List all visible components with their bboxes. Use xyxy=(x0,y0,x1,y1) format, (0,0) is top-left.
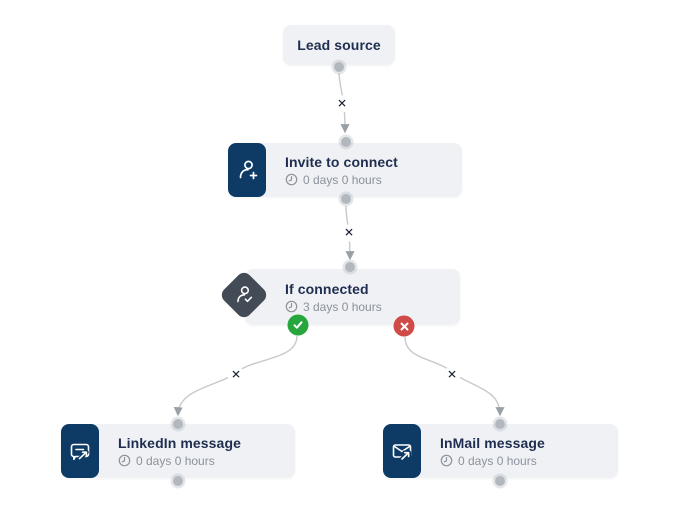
connector-dot-linkedin-out[interactable] xyxy=(173,476,183,486)
chat-message-arrow-icon xyxy=(61,424,99,478)
node-delay: 0 days 0 hours xyxy=(440,454,545,468)
yes-outcome-port[interactable] xyxy=(287,314,309,336)
node-title: Lead source xyxy=(297,37,381,53)
node-background xyxy=(383,424,618,478)
delete-edge-lead-invite-button[interactable]: ✕ xyxy=(333,95,351,113)
clock-icon xyxy=(285,300,298,313)
connector-dot-lead-out[interactable] xyxy=(334,62,344,72)
node-invite-to-connect[interactable]: Invite to connect 0 days 0 hours xyxy=(228,143,462,197)
check-icon xyxy=(293,320,304,331)
node-delay: 0 days 0 hours xyxy=(285,173,398,187)
cross-icon xyxy=(399,321,409,331)
node-title: LinkedIn message xyxy=(118,434,241,451)
clock-icon xyxy=(440,454,453,467)
delete-edge-invite-if-button[interactable]: ✕ xyxy=(340,224,358,242)
connector-dot-invite-out[interactable] xyxy=(341,194,351,204)
delete-edge-yes-linkedin-button[interactable]: ✕ xyxy=(227,366,245,384)
node-background xyxy=(61,424,295,478)
connector-dot-linkedin-in[interactable] xyxy=(173,419,183,429)
delay-text: 0 days 0 hours xyxy=(136,453,215,468)
node-background xyxy=(228,143,462,197)
connector-dot-invite-in[interactable] xyxy=(341,137,351,147)
node-title: If connected xyxy=(285,280,369,297)
envelope-arrow-icon xyxy=(383,424,421,478)
node-if-connected[interactable]: If connected 3 days 0 hours xyxy=(218,269,460,337)
node-background xyxy=(283,25,395,65)
connector-dot-if-in[interactable] xyxy=(345,262,355,272)
node-linkedin-message[interactable]: LinkedIn message 0 days 0 hours xyxy=(61,424,295,478)
node-background xyxy=(245,269,460,325)
node-inmail-message[interactable]: InMail message 0 days 0 hours xyxy=(383,424,618,478)
person-check-icon xyxy=(218,269,270,321)
no-outcome-port[interactable] xyxy=(393,315,415,337)
connector-dot-inmail-out[interactable] xyxy=(495,476,505,486)
delay-text: 0 days 0 hours xyxy=(458,453,537,468)
node-title: InMail message xyxy=(440,434,545,451)
connector-dot-inmail-in[interactable] xyxy=(495,419,505,429)
node-delay: 0 days 0 hours xyxy=(118,454,241,468)
clock-icon xyxy=(118,454,131,467)
clock-icon xyxy=(285,173,298,186)
node-delay: 3 days 0 hours xyxy=(285,300,382,314)
delay-text: 3 days 0 hours xyxy=(303,299,382,314)
delete-edge-no-inmail-button[interactable]: ✕ xyxy=(443,366,461,384)
node-title: Invite to connect xyxy=(285,153,398,170)
person-add-icon xyxy=(228,143,266,197)
node-lead-source[interactable]: Lead source xyxy=(283,25,395,65)
delay-text: 0 days 0 hours xyxy=(303,172,382,187)
